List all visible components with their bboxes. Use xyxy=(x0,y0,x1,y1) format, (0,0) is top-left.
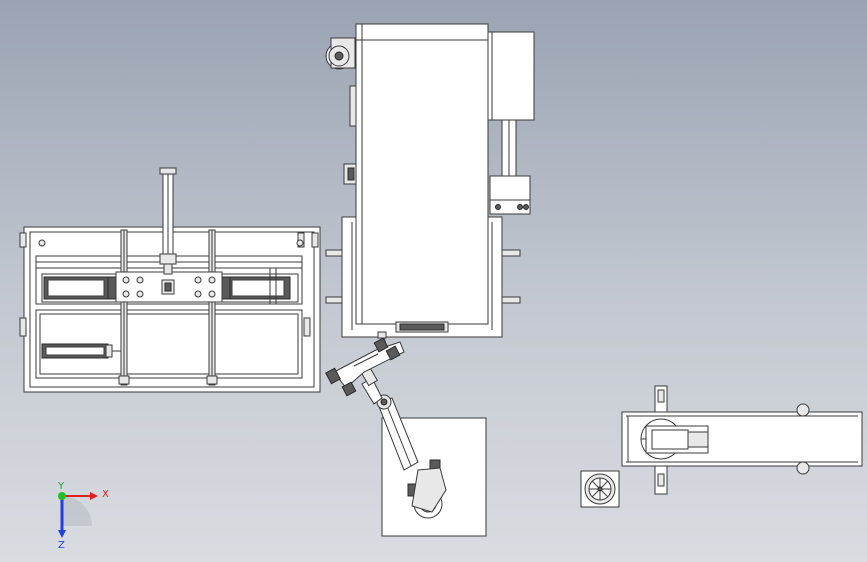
x-axis-arrow-icon xyxy=(90,492,98,500)
robot-arm[interactable] xyxy=(359,365,487,537)
rotary-tray[interactable] xyxy=(580,470,620,508)
transfer-conveyor[interactable] xyxy=(621,385,863,495)
y-axis-label: Y xyxy=(57,481,65,492)
orientation-triad: X Y Z xyxy=(57,481,109,551)
gantry-rails[interactable] xyxy=(118,229,218,386)
z-axis-label: Z xyxy=(58,540,65,551)
linear-actuator[interactable] xyxy=(159,167,177,275)
y-axis-dot xyxy=(58,492,66,500)
gripper[interactable] xyxy=(325,331,405,397)
x-axis-label: X xyxy=(102,489,109,500)
z-axis-arrow-icon xyxy=(58,530,66,538)
gantry-carriage[interactable] xyxy=(115,271,223,303)
machine-enclosure[interactable] xyxy=(325,23,535,338)
